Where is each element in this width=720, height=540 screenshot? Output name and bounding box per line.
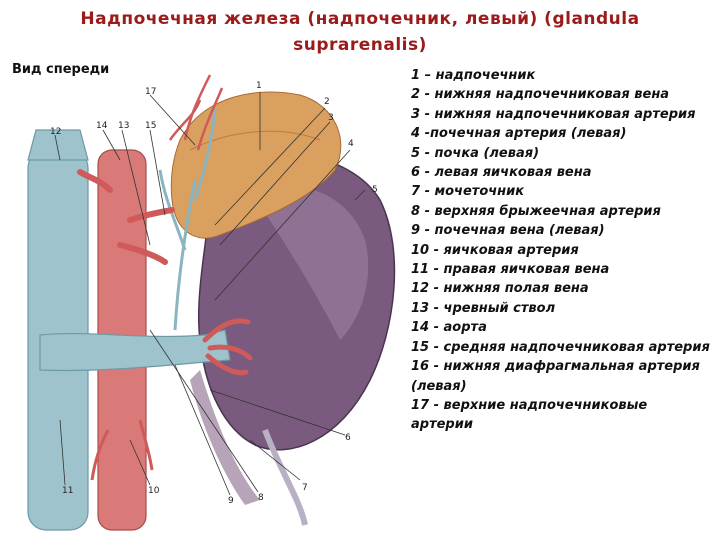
callout-12: 12 <box>50 127 61 137</box>
callout-9: 9 <box>228 496 234 506</box>
callout-17: 17 <box>145 87 156 97</box>
legend-item-1: 1 – надпочечник <box>411 66 711 85</box>
callout-1: 1 <box>256 81 262 91</box>
callout-14: 14 <box>96 121 108 131</box>
legend-item-14: 14 - аорта <box>411 318 711 337</box>
legend-item-2: 2 - нижняя надпочечниковая вена <box>411 85 711 104</box>
callout-8: 8 <box>258 493 264 503</box>
legend-item-4: 4 -почечная артерия (левая) <box>411 124 711 143</box>
legend-item-9: 9 - почечная вена (левая) <box>411 221 711 240</box>
legend-item-8: 8 - верхняя брыжеечная артерия <box>411 202 711 221</box>
callout-15: 15 <box>145 121 156 131</box>
legend-item-13: 13 - чревный ствол <box>411 299 711 318</box>
legend-item-17: 17 - верхние надпочечниковые артерии <box>411 396 711 435</box>
callout-2: 2 <box>324 97 330 107</box>
anatomy-illustration: 1 2 3 4 5 6 7 8 9 10 11 12 13 14 15 17 <box>0 0 400 540</box>
callout-10: 10 <box>148 486 160 496</box>
callout-6: 6 <box>345 433 351 443</box>
callout-13: 13 <box>118 121 129 131</box>
callout-3: 3 <box>328 113 334 123</box>
callout-4: 4 <box>348 139 354 149</box>
legend-item-6: 6 - левая яичковая вена <box>411 163 711 182</box>
legend-item-12: 12 - нижняя полая вена <box>411 279 711 298</box>
renal-vein-shape <box>40 330 230 371</box>
legend-item-10: 10 - яичковая артерия <box>411 241 711 260</box>
legend-list: 1 – надпочечник 2 - нижняя надпочечников… <box>411 66 711 435</box>
legend-item-5: 5 - почка (левая) <box>411 144 711 163</box>
legend-item-3: 3 - нижняя надпочечниковая артерия <box>411 105 711 124</box>
legend-item-7: 7 - мочеточник <box>411 182 711 201</box>
callout-5: 5 <box>372 185 378 195</box>
legend-item-11: 11 - правая яичковая вена <box>411 260 711 279</box>
callout-11: 11 <box>62 486 73 496</box>
legend-item-15-16: 15 - средняя надпочечниковая артерия 16 … <box>411 338 711 396</box>
callout-7: 7 <box>302 483 308 493</box>
